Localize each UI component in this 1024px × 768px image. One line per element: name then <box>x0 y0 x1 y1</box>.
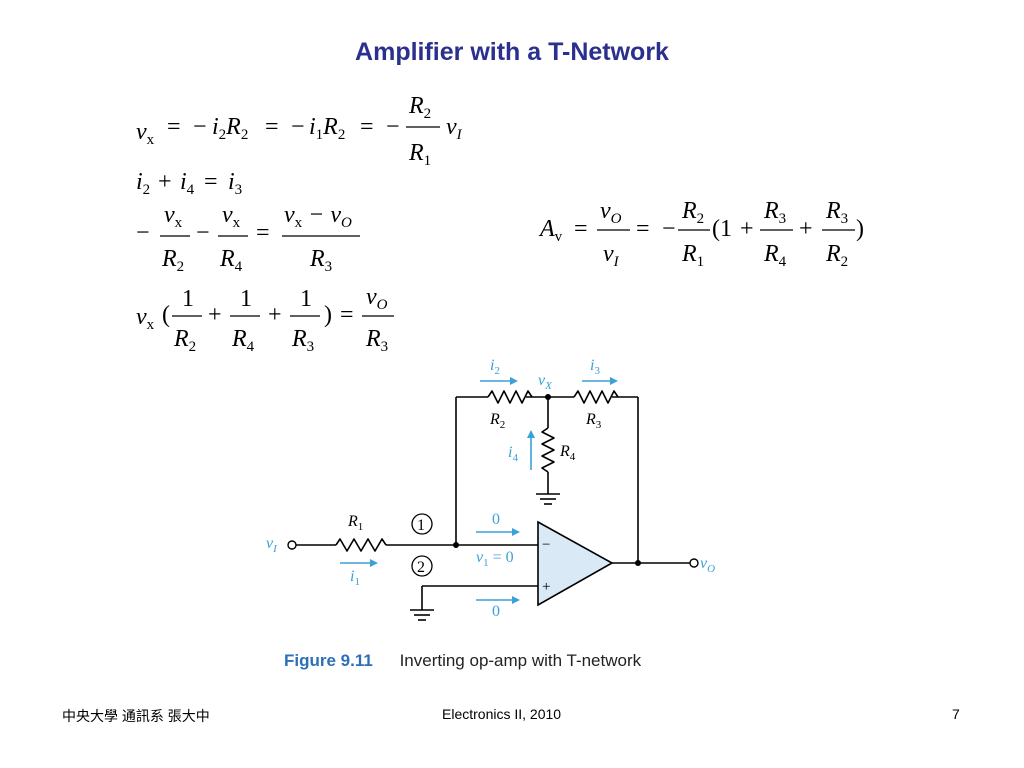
label-i1: i1 <box>350 568 360 588</box>
svg-text:=: = <box>360 114 374 140</box>
ground-symbol-opamp <box>410 609 434 621</box>
terminal-vi <box>287 540 297 550</box>
label-i2: i2 <box>490 357 500 377</box>
equation-vx: vx = − i2R2 = − i1R2 = − R2 R1 vI <box>136 93 463 169</box>
label-zero-top: 0 <box>492 511 500 528</box>
terminal-vo <box>689 558 699 568</box>
node-2-circle <box>411 555 433 577</box>
svg-text:=: = <box>636 216 650 242</box>
figure-caption-text: Inverting op-amp with T-network <box>399 651 642 670</box>
label-i3: i3 <box>590 357 600 377</box>
label-vi: vI <box>266 535 278 555</box>
junction-dot <box>545 394 551 400</box>
svg-text:−: − <box>193 114 207 140</box>
svg-text:−: − <box>136 220 150 246</box>
opamp-triangle <box>537 520 614 607</box>
label-zero-bottom: 0 <box>492 603 500 620</box>
junction-dot <box>453 542 459 548</box>
svg-text:i2R2: i2R2 <box>212 114 248 143</box>
svg-text:1: 1 <box>300 286 312 312</box>
svg-text:=: = <box>256 220 270 246</box>
svg-text:=: = <box>167 114 181 140</box>
label-r3: R3 <box>585 411 602 431</box>
svg-text:−: − <box>386 114 400 140</box>
arrowhead-i1 <box>370 559 378 567</box>
svg-text:+: + <box>158 169 172 195</box>
label-r4: R4 <box>559 443 576 463</box>
svg-text:−: − <box>662 216 676 242</box>
arrowhead-i2 <box>510 377 518 385</box>
node-1-circle <box>411 513 433 535</box>
arrowhead-i3 <box>610 377 618 385</box>
svg-text:): ) <box>324 302 332 328</box>
label-r2: R2 <box>489 411 505 431</box>
svg-text:=: = <box>340 302 354 328</box>
ground-symbol-r4 <box>536 493 560 505</box>
node-1-label: 1 <box>417 517 425 534</box>
svg-text:=: = <box>204 169 218 195</box>
equations: vx = − i2R2 = − i1R2 = − R2 R1 vI i2 + i… <box>136 93 864 355</box>
svg-text:+: + <box>799 216 813 242</box>
svg-text:=: = <box>574 216 588 242</box>
resistor-r1 <box>335 538 387 552</box>
svg-text:1: 1 <box>240 286 252 312</box>
equation-node: − vx R2 − vx R4 = vx−vO R3 <box>136 202 360 275</box>
arrowhead-i4 <box>527 430 535 438</box>
svg-text:+: + <box>208 302 222 328</box>
label-vx: vX <box>538 372 553 392</box>
page-number: 7 <box>952 706 960 722</box>
resistor-r4 <box>541 427 555 473</box>
svg-text:+: + <box>268 302 282 328</box>
svg-text:−: − <box>291 114 305 140</box>
junction-dot <box>635 560 641 566</box>
arrowhead-zero-bottom <box>512 596 520 604</box>
svg-text:(: ( <box>162 302 170 328</box>
label-vo: vO <box>700 555 715 575</box>
svg-text:(1: (1 <box>712 216 732 242</box>
opamp-plus: + <box>542 579 550 595</box>
figure-caption: Figure 9.11 Inverting op-amp with T-netw… <box>284 651 641 671</box>
arrowhead-zero-top <box>512 528 520 536</box>
resistor-r2 <box>487 390 533 404</box>
svg-text:+: + <box>740 216 754 242</box>
resistor-r3 <box>573 390 619 404</box>
footer-left: 中央大學 通訊系 張大中 <box>62 708 210 724</box>
label-v1: v1 = 0 <box>476 549 514 569</box>
node-2-label: 2 <box>417 559 425 576</box>
svg-text:−: − <box>196 220 210 246</box>
svg-text:): ) <box>856 216 864 242</box>
opamp-minus: − <box>542 537 550 553</box>
figure-number: Figure 9.11 <box>284 651 373 670</box>
svg-text:1: 1 <box>182 286 194 312</box>
label-i4: i4 <box>508 444 518 464</box>
page-title: Amplifier with a T-Network <box>355 38 669 66</box>
svg-text:i1R2: i1R2 <box>309 114 345 143</box>
footer-center: Electronics II, 2010 <box>442 706 562 722</box>
label-r1: R1 <box>347 513 363 533</box>
svg-text:=: = <box>265 114 279 140</box>
